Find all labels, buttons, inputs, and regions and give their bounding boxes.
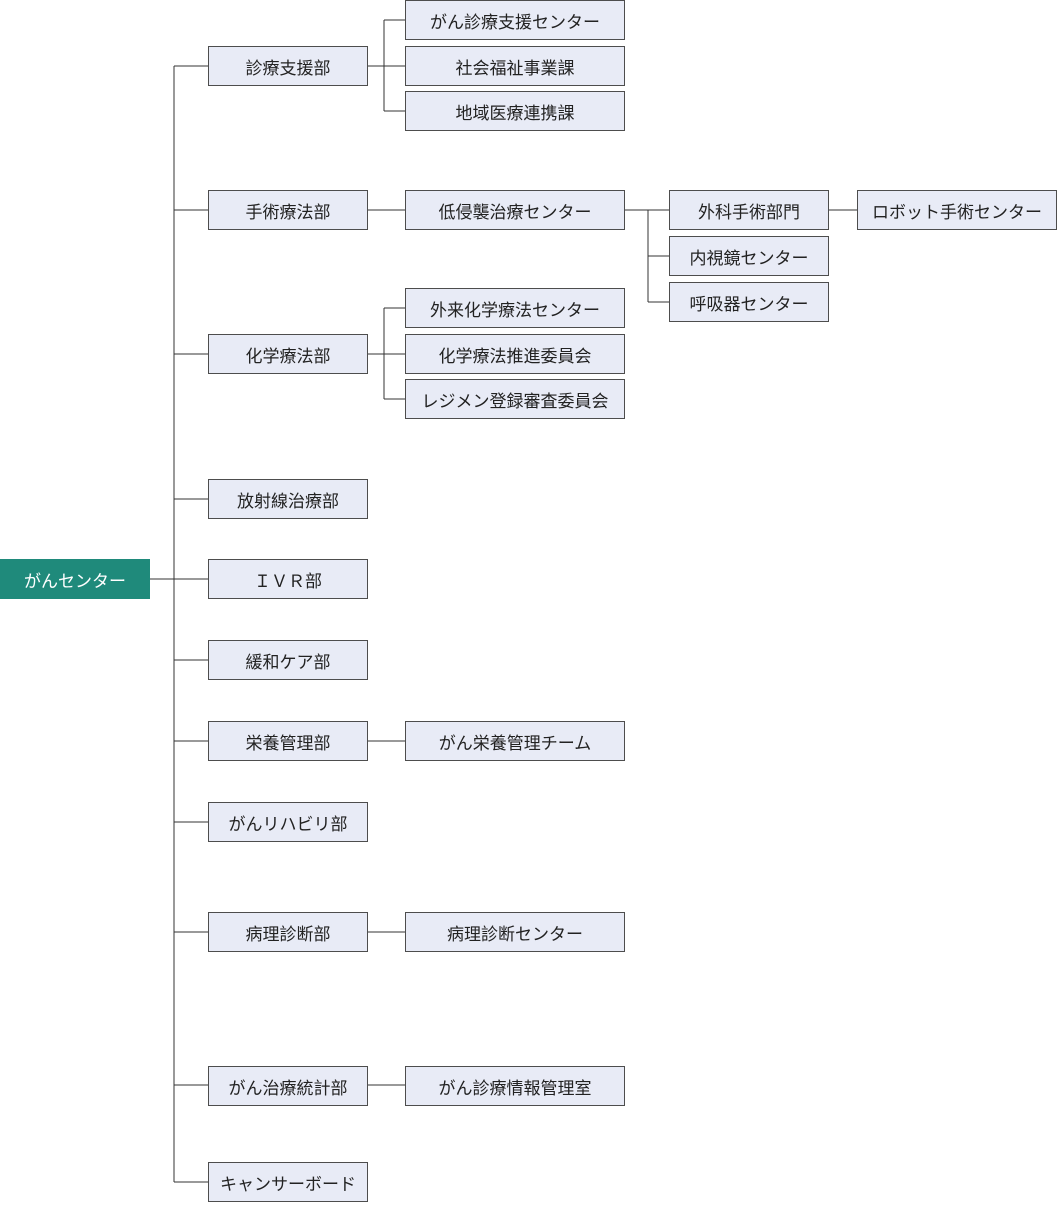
dept-eiyo: 栄養管理部: [208, 721, 368, 761]
dept-shujutsu: 手術療法部: [208, 190, 368, 230]
unit-naishikyo-center: 内視鏡センター: [669, 236, 829, 276]
unit-gairai-kagaku-center: 外来化学療法センター: [405, 288, 625, 328]
unit-gan-shinryo-shien-center: がん診療支援センター: [405, 0, 625, 40]
root-node: がんセンター: [0, 559, 150, 599]
dept-hoshasen: 放射線治療部: [208, 479, 368, 519]
unit-regimen-shinsa-iinkai: レジメン登録審査委員会: [405, 379, 625, 419]
dept-kagaku: 化学療法部: [208, 334, 368, 374]
dept-kanwa: 緩和ケア部: [208, 640, 368, 680]
unit-kokyuki-center: 呼吸器センター: [669, 282, 829, 322]
dept-tokei: がん治療統計部: [208, 1066, 368, 1106]
dept-cancer-board: キャンサーボード: [208, 1162, 368, 1202]
dept-shinryo-shien: 診療支援部: [208, 46, 368, 86]
dept-rihabiri: がんリハビリ部: [208, 802, 368, 842]
dept-ivr: ＩＶＲ部: [208, 559, 368, 599]
dept-byori: 病理診断部: [208, 912, 368, 952]
unit-geka-shujutsu: 外科手術部門: [669, 190, 829, 230]
unit-teishinshu-center: 低侵襲治療センター: [405, 190, 625, 230]
unit-gan-eiyo-team: がん栄養管理チーム: [405, 721, 625, 761]
unit-robot-shujutsu-center: ロボット手術センター: [857, 190, 1057, 230]
unit-kagaku-suishin-iinkai: 化学療法推進委員会: [405, 334, 625, 374]
unit-gan-shinryo-joho: がん診療情報管理室: [405, 1066, 625, 1106]
unit-chiiki-iryo-renkei: 地域医療連携課: [405, 91, 625, 131]
unit-shakai-fukushi: 社会福祉事業課: [405, 46, 625, 86]
unit-byori-shindan-center: 病理診断センター: [405, 912, 625, 952]
